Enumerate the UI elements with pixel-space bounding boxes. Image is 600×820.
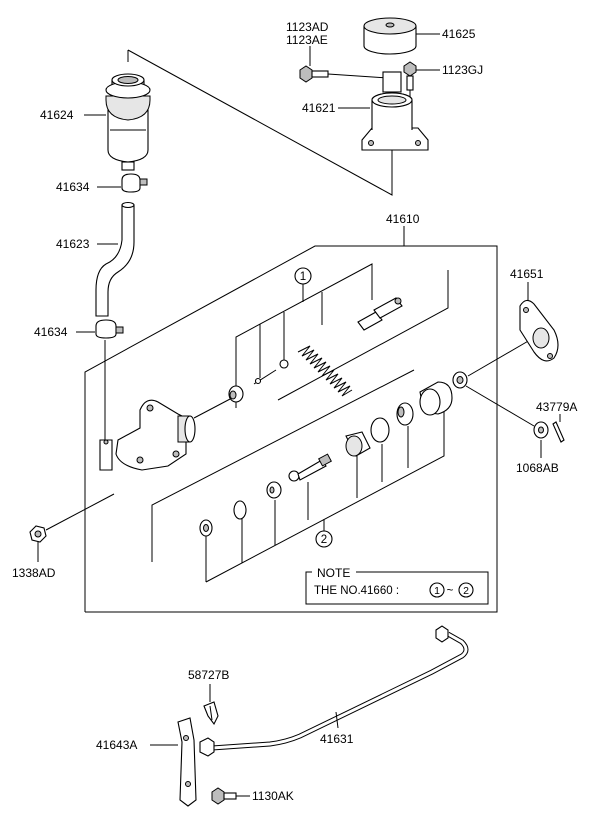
- note-title-label: NOTE: [317, 566, 350, 580]
- cylinder-axis-line: [193, 397, 233, 419]
- pushrod-pin: [253, 369, 277, 385]
- bolt-1123AD: [299, 65, 329, 83]
- reservoir-bracket-41621: [361, 71, 429, 151]
- boot-ring: [370, 417, 390, 443]
- callout-2-text: 2: [321, 534, 327, 546]
- label-41634-bottom: 41634: [34, 325, 68, 339]
- valve-assembly: [357, 297, 403, 331]
- bolt-axis-line: [327, 73, 389, 79]
- label-1123AE: 1123AE: [286, 33, 328, 47]
- label-41621: 41621: [302, 101, 336, 115]
- label-41643A: 41643A: [96, 738, 137, 752]
- hose-41623: [95, 201, 135, 317]
- label-1068AB: 1068AB: [516, 461, 559, 475]
- clevis-to-clip-line: [465, 385, 535, 427]
- piston-cup-small: [228, 385, 244, 403]
- note-range-from-circle: [429, 582, 445, 598]
- callout-1-text: 1: [300, 271, 306, 283]
- callout-1: 1: [294, 267, 312, 285]
- label-1338AD: 1338AD: [12, 566, 56, 580]
- clutch-tube-41631: [199, 625, 469, 757]
- washer-1068AB: [533, 421, 549, 439]
- label-41634-top: 41634: [56, 180, 90, 194]
- washer-seal: [199, 519, 213, 537]
- nut-axis-line: [45, 493, 115, 531]
- clevis: [452, 371, 468, 389]
- label-1130AK: 1130AK: [252, 789, 294, 803]
- master-cylinder-body: [99, 399, 196, 471]
- note-range-to: 2: [463, 585, 469, 597]
- label-1123GJ: 1123GJ: [442, 63, 483, 77]
- bolt-1130AK: [211, 787, 237, 805]
- label-43779A: 43779A: [536, 400, 577, 414]
- retainer-cup: [396, 402, 414, 426]
- return-spring: [297, 345, 353, 397]
- label-41651: 41651: [510, 267, 544, 281]
- clevis-to-gasket-line: [467, 339, 531, 377]
- dust-boot: [419, 381, 453, 416]
- label-41624: 41624: [40, 108, 74, 122]
- piston-cup: [266, 481, 282, 499]
- assembly-frame-41610: [84, 245, 498, 613]
- retainer-ring: [279, 359, 289, 369]
- bolt-1123GJ: [403, 61, 417, 91]
- bracket-41643A: [177, 717, 197, 807]
- reservoir-cap-41625: [363, 17, 417, 55]
- reservoir-leader-lines: [127, 49, 393, 196]
- piston: [345, 431, 371, 457]
- note-range-from: 1: [434, 585, 440, 597]
- note-range-to-circle: [458, 582, 474, 598]
- note-box: [305, 571, 489, 605]
- label-41623: 41623: [56, 237, 90, 251]
- leader-41631: [335, 711, 339, 729]
- reservoir-41624: [105, 73, 151, 171]
- label-41631: 41631: [320, 732, 354, 746]
- note-title-gap: [312, 567, 356, 579]
- hose-clamp-top-41634: [121, 173, 148, 193]
- callout-2: 2: [315, 530, 333, 548]
- nut-1338AD: [29, 525, 47, 543]
- label-41625: 41625: [442, 27, 476, 41]
- push-rod: [288, 453, 332, 482]
- label-58727B: 58727B: [188, 668, 229, 682]
- label-1123AD: 1123AD: [286, 20, 329, 34]
- gasket-41651: [519, 299, 559, 362]
- kit-group-2-frame: [151, 369, 445, 583]
- clip-58727B: [203, 701, 219, 726]
- note-range-sep: ~: [447, 585, 454, 597]
- note-text: THE NO.41660 :: [314, 585, 399, 597]
- label-41610: 41610: [386, 212, 420, 226]
- clip-43779A: [552, 421, 565, 443]
- hose-clamp-bottom-41634: [95, 319, 124, 339]
- o-ring: [233, 500, 247, 520]
